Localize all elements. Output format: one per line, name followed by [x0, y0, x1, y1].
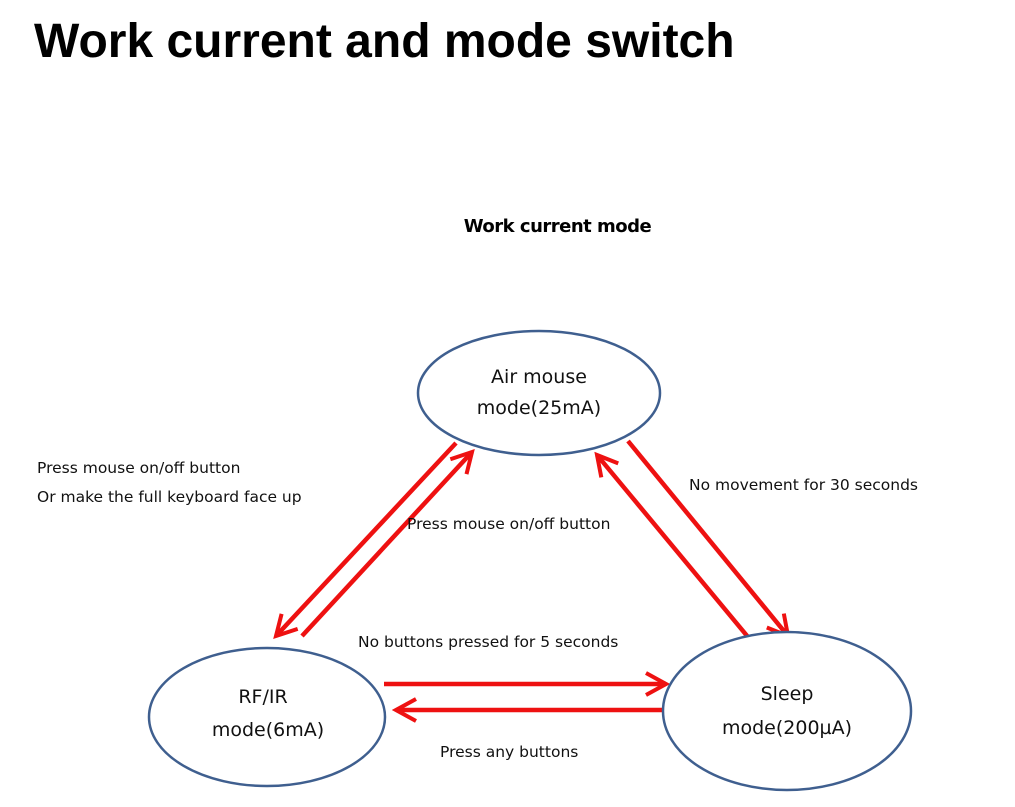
- node-rf-ir-line1: RF/IR: [238, 686, 287, 708]
- node-air-mouse-line2: mode(25mA): [477, 397, 601, 419]
- label-air-to-rf-line2: Or make the full keyboard face up: [37, 488, 302, 506]
- node-air-mouse-line1: Air mouse: [491, 366, 587, 388]
- label-rf-to-air: Press mouse on/off button: [407, 515, 610, 533]
- node-sleep-line2: mode(200µA): [722, 717, 852, 739]
- node-rf-ir: RF/IR mode(6mA): [147, 646, 387, 788]
- node-sleep-line1: Sleep: [761, 683, 814, 705]
- label-air-to-sleep: No movement for 30 seconds: [689, 476, 918, 494]
- label-air-to-rf-line1: Press mouse on/off button: [37, 459, 240, 477]
- arrow-air-to-sleep: [626, 439, 788, 636]
- label-rf-to-sleep: No buttons pressed for 5 seconds: [358, 633, 618, 651]
- node-rf-ir-line2: mode(6mA): [212, 719, 324, 741]
- node-sleep: Sleep mode(200µA): [661, 630, 913, 792]
- label-sleep-to-rf: Press any buttons: [440, 743, 578, 761]
- diagram-title: Work current mode: [463, 216, 652, 237]
- arrow-rf-to-air: [300, 452, 472, 638]
- node-air-mouse: Air mouse mode(25mA): [416, 329, 662, 457]
- arrow-sleep-to-air: [597, 455, 750, 639]
- page-title: Work current and mode switch: [34, 15, 735, 68]
- arrow-air-to-rf: [276, 441, 458, 636]
